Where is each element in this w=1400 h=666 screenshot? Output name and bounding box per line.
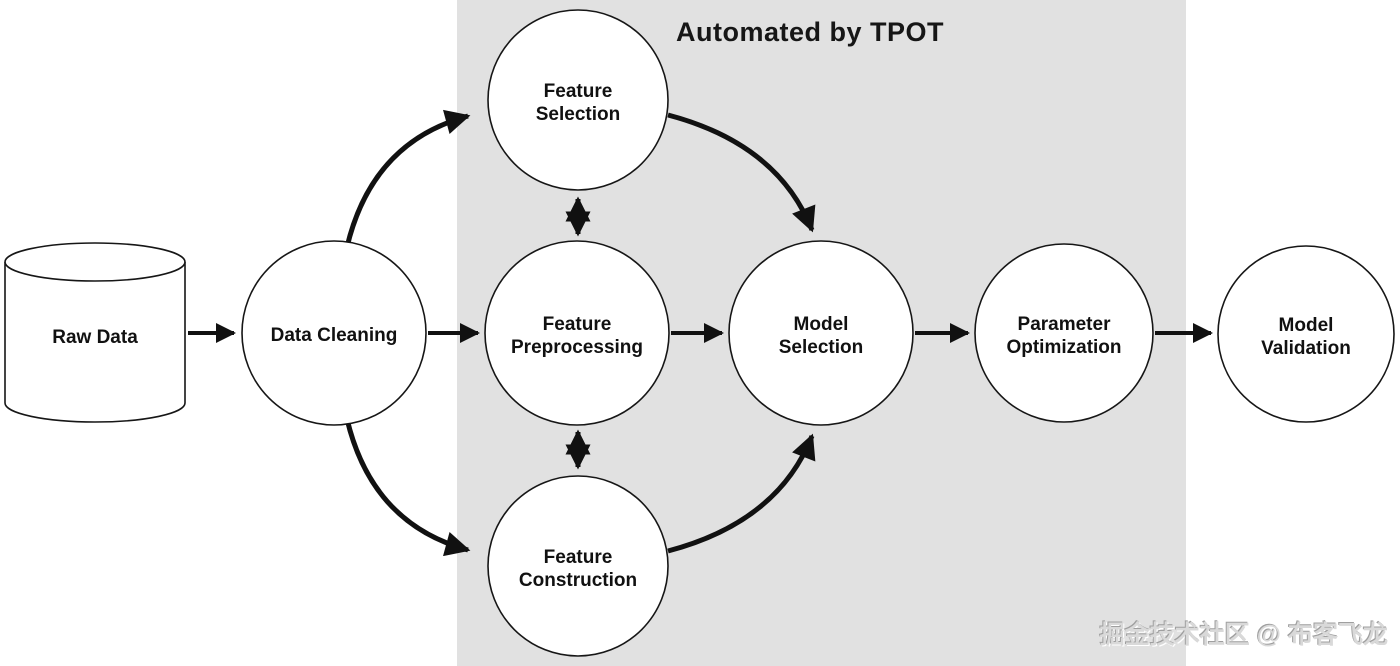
node-feature-preprocessing: Feature Preprocessing (484, 240, 670, 426)
svg-text:Optimization: Optimization (1006, 337, 1121, 358)
svg-text:Model: Model (1279, 315, 1334, 336)
edge-featureselection-to-modelselection (667, 112, 816, 233)
node-data-cleaning: Data Cleaning (241, 240, 427, 426)
cylinder-top (4, 242, 186, 282)
node-feature-construction: Feature Construction (487, 475, 669, 657)
circle-shape (487, 475, 669, 657)
svg-text:Parameter: Parameter (1018, 314, 1112, 335)
node-raw-data: Raw Data (4, 242, 186, 423)
node-feature-selection: Feature Selection (487, 9, 669, 191)
node-model-selection: Model Selection (728, 240, 914, 426)
node-parameter-optimization: Parameter Optimization (974, 243, 1154, 423)
svg-text:Data Cleaning: Data Cleaning (271, 325, 398, 346)
circle-shape (974, 243, 1154, 423)
node-model-validation: Model Validation (1217, 245, 1395, 423)
svg-text:Selection: Selection (779, 337, 863, 358)
svg-text:Feature: Feature (543, 314, 612, 335)
svg-text:Preprocessing: Preprocessing (511, 337, 643, 358)
svg-text:Feature: Feature (544, 81, 613, 102)
circle-shape (484, 240, 670, 426)
edge-featureconstruction-to-modelselection (667, 433, 816, 554)
circle-shape (241, 240, 427, 426)
circle-shape (487, 9, 669, 191)
svg-text:Feature: Feature (544, 547, 613, 568)
circle-shape (728, 240, 914, 426)
svg-text:Validation: Validation (1261, 338, 1351, 359)
svg-text:Selection: Selection (536, 104, 620, 125)
cylinder-body (4, 262, 186, 423)
circle-shape (1217, 245, 1395, 423)
svg-text:Construction: Construction (519, 570, 637, 591)
edge-datacleaning-to-featureconstruction (344, 418, 471, 557)
diagram-title: Automated by TPOT (675, 17, 944, 47)
edge-datacleaning-to-featureselection (344, 109, 471, 248)
svg-text:Model: Model (794, 314, 849, 335)
watermark: 掘金技术社区 @ 布客飞龙 (1099, 621, 1388, 649)
edges (188, 109, 1213, 557)
svg-text:Raw Data: Raw Data (52, 327, 138, 348)
